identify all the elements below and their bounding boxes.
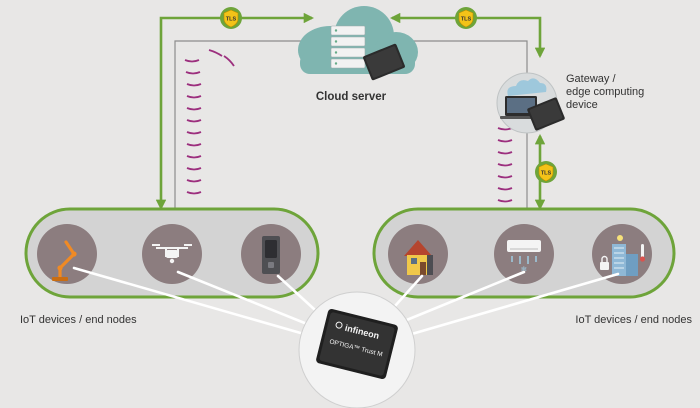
- optiga-chip: infineon OPTIGA™ Trust M: [298, 291, 416, 408]
- tls-label-gateway: TLS: [541, 171, 552, 177]
- wireless-waves-left: [184, 49, 235, 195]
- iot-left-label: IoT devices / end nodes: [20, 314, 137, 326]
- smart-home-device: [388, 224, 448, 284]
- tls-label-left: TLS: [226, 17, 237, 23]
- cloud-chip-icon: [363, 43, 405, 81]
- tls-badge-left: TLS: [220, 7, 242, 29]
- smart-lock-icon: [262, 236, 280, 274]
- chip-links: [72, 266, 620, 340]
- air-conditioner-icon: ❄: [507, 240, 541, 274]
- drone-device: [142, 224, 202, 284]
- gateway-chip-icon: [527, 97, 565, 131]
- air-conditioner-device: ❄: [494, 224, 554, 284]
- robot-arm-icon: [58, 240, 77, 281]
- smart-building-device: [592, 224, 652, 284]
- tls-badge-gateway: TLS: [535, 161, 557, 183]
- gateway-label-line2: edge computing: [566, 86, 645, 98]
- server-rack-icon: [330, 25, 366, 69]
- smart-building-icon: [600, 235, 646, 276]
- gateway-label-line3: device: [566, 99, 598, 111]
- iot-right-label: IoT devices / end nodes: [575, 314, 692, 326]
- tls-label-right: TLS: [461, 17, 472, 23]
- cloud-server-icon: [298, 6, 418, 81]
- secure-link-left: [155, 12, 315, 211]
- smart-home-icon: [404, 240, 433, 275]
- tls-badge-right: TLS: [455, 7, 477, 29]
- gateway-device-icon: [496, 72, 565, 134]
- gateway-label-line1: Gateway /: [566, 73, 616, 85]
- robot-arm-device: [37, 224, 97, 284]
- wireless-waves-right: [497, 127, 513, 203]
- smart-lock-device: [241, 224, 301, 284]
- secure-link-right: [389, 12, 546, 59]
- svg-text:❄: ❄: [521, 265, 528, 274]
- gray-link-right: [412, 40, 528, 78]
- gateway-label: Gateway / edge computing device: [566, 73, 656, 112]
- cloud-server-label: Cloud server: [316, 91, 387, 103]
